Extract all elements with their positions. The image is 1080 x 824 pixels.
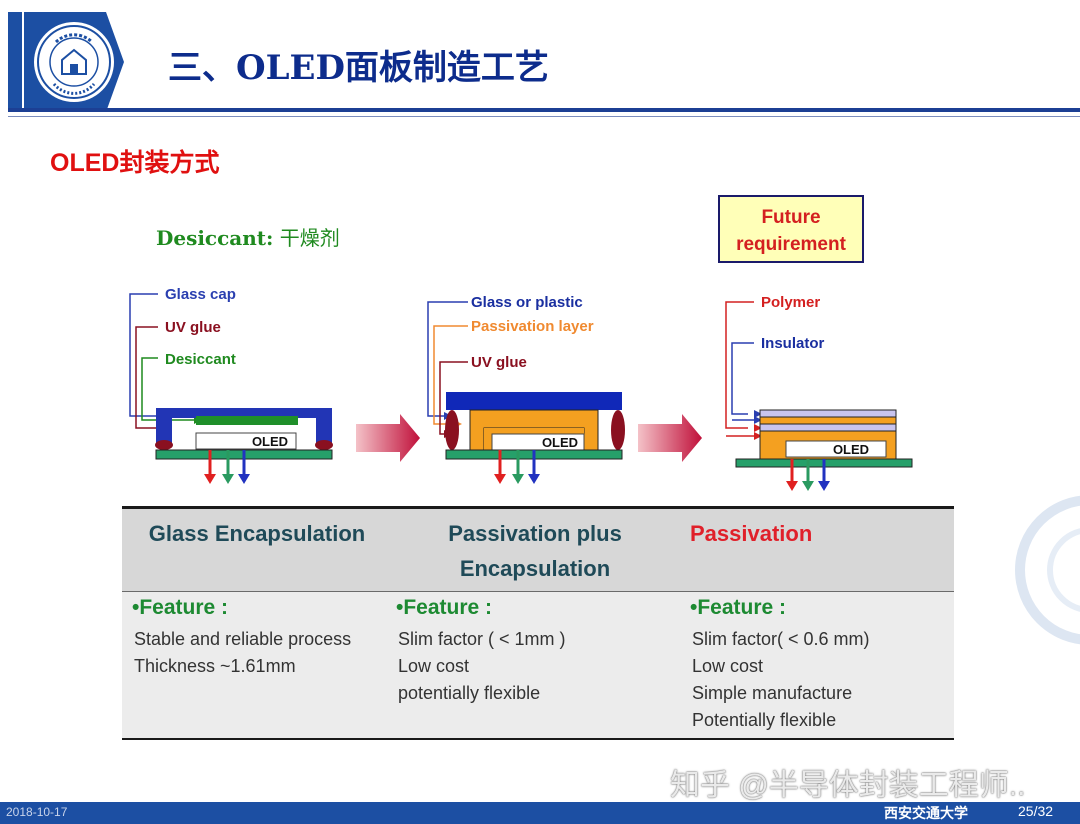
svg-text:Insulator: Insulator bbox=[761, 335, 825, 352]
page-number: 25/32 bbox=[1018, 803, 1054, 819]
footer-bar bbox=[0, 802, 1080, 824]
table-body-row bbox=[122, 592, 954, 738]
xjtu-seal-icon bbox=[34, 22, 114, 102]
feature-line: Simple manufacture bbox=[692, 683, 853, 703]
future-requirement-box: Future requirement bbox=[718, 195, 864, 263]
svg-text:Passivation layer: Passivation layer bbox=[471, 318, 594, 335]
feature-line: potentially flexible bbox=[398, 683, 541, 703]
header-accent-strip bbox=[8, 12, 22, 112]
feature-line: Stable and reliable process bbox=[134, 629, 352, 649]
comparison-table: Glass Encapsulation •Feature : Stable an… bbox=[122, 506, 954, 740]
passivation-diagram: Polymer Insulator OLED bbox=[725, 294, 913, 491]
column-header-passivation-plus-encapsulation: Passivation plus Encapsulation bbox=[448, 521, 622, 581]
zhihu-watermark: 知乎 @半导体封装工程师.. bbox=[670, 769, 1026, 802]
feature-heading: •Feature : bbox=[690, 596, 787, 619]
table-mid-rule bbox=[122, 591, 954, 592]
svg-text:UV glue: UV glue bbox=[165, 319, 221, 336]
page-title: 三、OLED面板制造工艺 bbox=[168, 48, 549, 88]
table-bottom-rule bbox=[122, 738, 954, 740]
feature-heading: •Feature : bbox=[396, 596, 493, 619]
section-subtitle: OLED封装方式 bbox=[50, 149, 220, 177]
watermark-emblem-icon bbox=[1015, 495, 1080, 645]
column-header-glass-encapsulation: Glass Encapsulation bbox=[148, 521, 366, 546]
svg-text:requirement: requirement bbox=[736, 234, 846, 255]
header-rule-thin bbox=[8, 116, 1080, 117]
svg-text:Glass or plastic: Glass or plastic bbox=[471, 294, 583, 311]
feature-line: Slim factor ( < 1mm ) bbox=[398, 629, 566, 649]
desiccant-label: Desiccant: 干燥剂 bbox=[156, 226, 340, 250]
feature-line: Thickness ~1.61mm bbox=[134, 656, 296, 676]
svg-text:OLED: OLED bbox=[252, 434, 288, 449]
encapsulation-diagram: Desiccant: 干燥剂 Future requirement Glass … bbox=[118, 192, 954, 504]
feature-line: Low cost bbox=[692, 656, 764, 676]
diagram-svg: Desiccant: 干燥剂 Future requirement Glass … bbox=[129, 195, 913, 491]
svg-text:UV glue: UV glue bbox=[471, 354, 527, 371]
svg-text:Polymer: Polymer bbox=[761, 294, 820, 311]
feature-heading: •Feature : bbox=[132, 596, 229, 619]
svg-text:Desiccant: Desiccant bbox=[165, 351, 236, 368]
glass-encapsulation-diagram: Glass cap UV glue Desiccant OLED bbox=[129, 286, 333, 484]
footer-institution: 西安交通大学 bbox=[884, 805, 968, 821]
arrow-icon bbox=[638, 414, 702, 462]
svg-text:Future: Future bbox=[761, 207, 820, 228]
table-top-rule bbox=[122, 506, 954, 509]
column-header-passivation: Passivation bbox=[690, 521, 813, 546]
table-header-row bbox=[122, 509, 954, 591]
feature-line: Potentially flexible bbox=[692, 710, 837, 730]
footer-date: 2018-10-17 bbox=[6, 805, 68, 819]
feature-line: Low cost bbox=[398, 656, 470, 676]
arrow-icon bbox=[356, 414, 420, 462]
header-rule bbox=[8, 108, 1080, 112]
passivation-encapsulation-diagram: Glass or plastic Passivation layer UV gl… bbox=[427, 294, 625, 484]
svg-text:OLED: OLED bbox=[542, 435, 578, 450]
svg-text:OLED: OLED bbox=[833, 442, 869, 457]
svg-text:Glass cap: Glass cap bbox=[165, 286, 236, 303]
feature-line: Slim factor( < 0.6 mm) bbox=[692, 629, 870, 649]
